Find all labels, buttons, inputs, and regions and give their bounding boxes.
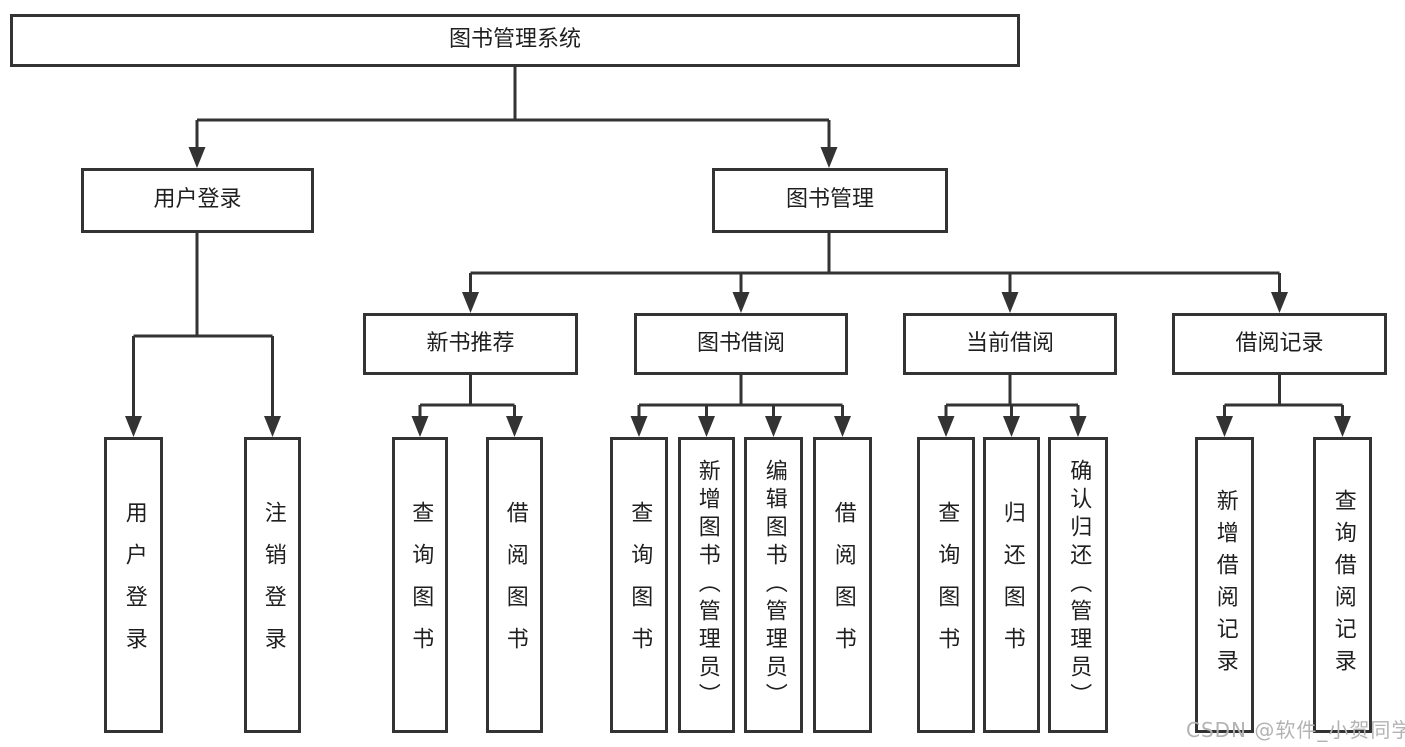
leaf-borrow-books: 借阅图书 (813, 437, 872, 733)
leaf-borrow-books-recommend: 借阅图书 (486, 437, 543, 733)
node-user-login: 用户登录 (81, 168, 314, 233)
leaf-add-book-admin: 新增图书（管理员） (678, 437, 735, 733)
leaf-user-login: 用户登录 (104, 437, 163, 733)
csdn-watermark: CSDN @软件_小贺同学 (1186, 718, 1405, 742)
leaf-confirm-return-admin: 确认归还（管理员） (1048, 437, 1108, 733)
leaf-query-books-current: 查询图书 (917, 437, 975, 733)
node-new-book-recommend: 新书推荐 (363, 313, 578, 375)
leaf-query-books-recommend: 查询图书 (392, 437, 448, 733)
arrowheads (125, 147, 1351, 437)
node-book-borrow: 图书借阅 (634, 313, 848, 375)
leaf-return-book: 归还图书 (983, 437, 1040, 733)
node-book-management: 图书管理 (712, 168, 948, 233)
leaf-query-borrow-record: 查询借阅记录 (1313, 437, 1372, 733)
node-borrow-records: 借阅记录 (1172, 313, 1387, 375)
leaf-edit-book-admin: 编辑图书（管理员） (744, 437, 803, 733)
leaf-logout: 注销登录 (244, 437, 301, 733)
leaf-add-borrow-record: 新增借阅记录 (1195, 437, 1254, 733)
node-library-management-system: 图书管理系统 (10, 14, 1020, 67)
leaf-query-books-borrow: 查询图书 (610, 437, 668, 733)
node-current-borrow: 当前借阅 (903, 313, 1117, 375)
